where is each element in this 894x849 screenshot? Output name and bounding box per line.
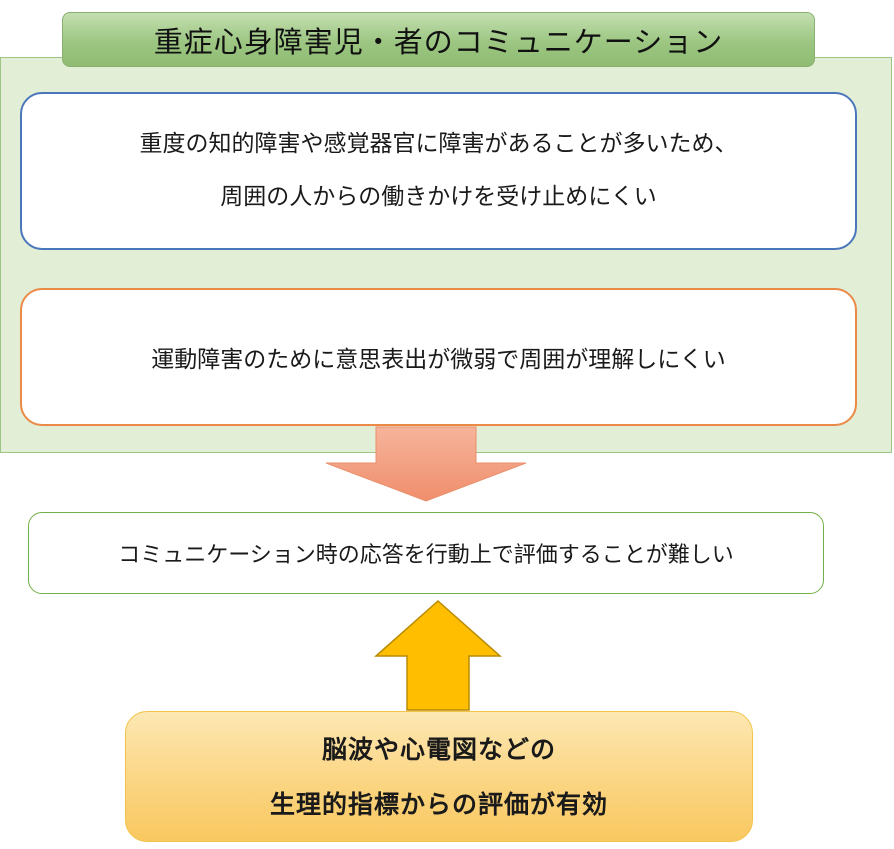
diagram-title: 重症心身障害児・者のコミュニケーション [62,12,815,67]
solution-text-line: 脳波や心電図などの [321,734,556,764]
result-text: コミュニケーション時の応答を行動上で評価することが難しい [118,543,734,568]
result-box: コミュニケーション時の応答を行動上で評価することが難しい [28,512,824,594]
problem-text-line: 周囲の人からの働きかけを受け止めにくい [220,184,657,210]
solution-box: 脳波や心電図などの 生理的指標からの評価が有効 [125,711,753,842]
up-arrow-icon [374,599,502,711]
problem-box-expression: 運動障害のために意思表出が微弱で周囲が理解しにくい [20,288,857,426]
problem-text-line: 重度の知的障害や感覚器官に障害があることが多いため、 [139,131,738,157]
problem-text-line: 運動障害のために意思表出が微弱で周囲が理解しにくい [151,347,726,373]
down-arrow-icon [325,426,527,502]
problem-box-perception: 重度の知的障害や感覚器官に障害があることが多いため、 周囲の人からの働きかけを受… [20,92,857,250]
solution-text-line: 生理的指標からの評価が有効 [269,789,608,819]
